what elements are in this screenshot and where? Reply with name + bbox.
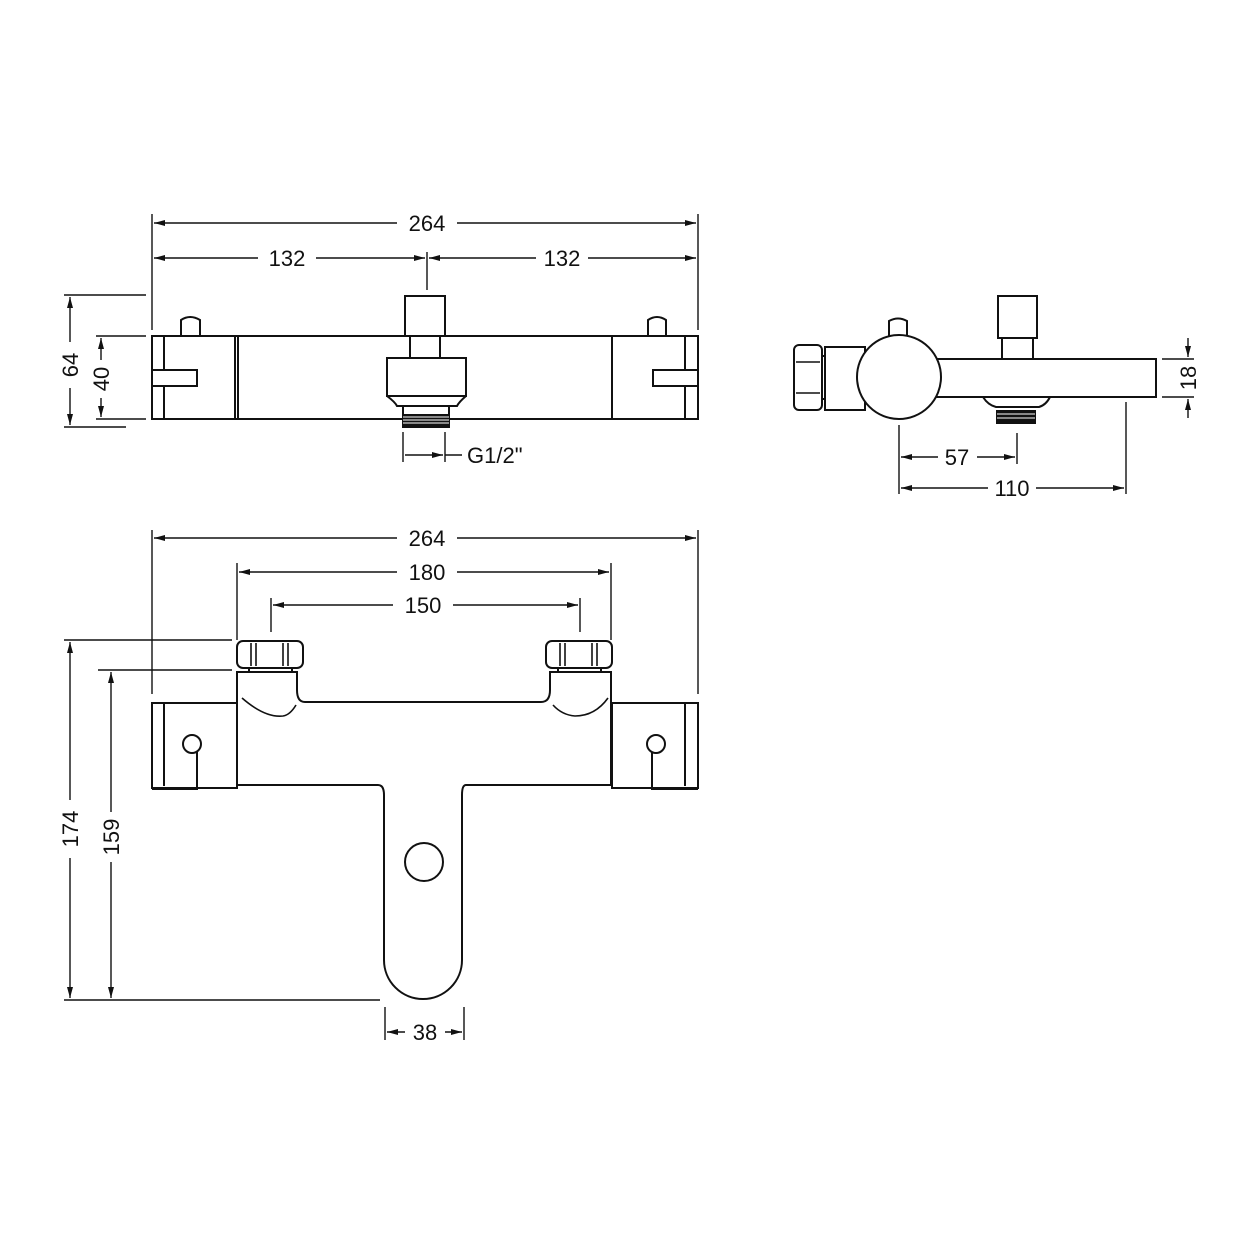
svg-text:38: 38: [413, 1020, 437, 1045]
svg-text:64: 64: [58, 353, 83, 377]
spout-outlet-circle: [404, 842, 444, 882]
svg-text:264: 264: [409, 211, 446, 236]
top-view: 264 180 150 174 159: [58, 526, 699, 1045]
mixer-body-top: [236, 671, 612, 1000]
svg-text:180: 180: [409, 560, 446, 585]
dim-57: 57: [901, 445, 1015, 470]
inlet-nut-left: [236, 640, 304, 672]
dim-264-top: 264: [154, 526, 696, 551]
dim-159: 159: [99, 672, 124, 998]
diverter-knob: [404, 295, 446, 337]
svg-text:159: 159: [99, 819, 124, 856]
dim-264-front: 264: [154, 211, 696, 236]
side-nut: [793, 344, 823, 411]
outlet-thread: [402, 414, 450, 428]
svg-text:G1/2": G1/2": [467, 443, 523, 468]
svg-text:57: 57: [945, 445, 969, 470]
svg-text:174: 174: [58, 811, 83, 848]
dim-180: 180: [239, 560, 609, 585]
dim-174: 174: [58, 642, 83, 998]
side-thread: [996, 410, 1036, 424]
svg-text:132: 132: [269, 246, 306, 271]
svg-text:40: 40: [89, 367, 114, 391]
svg-text:264: 264: [409, 526, 446, 551]
front-view: 264 132 132 64 40: [58, 211, 699, 468]
dim-64: 64: [58, 294, 146, 428]
dim-g12: G1/2": [402, 432, 523, 468]
svg-text:150: 150: [405, 593, 442, 618]
side-cartridge: [856, 334, 942, 420]
svg-text:132: 132: [544, 246, 581, 271]
inlet-nut-right: [545, 640, 613, 672]
dim-18: 18: [1162, 338, 1201, 418]
svg-text:110: 110: [994, 476, 1029, 501]
svg-text:18: 18: [1176, 366, 1201, 390]
dim-110: 110: [901, 476, 1124, 501]
dim-132-left: 132: [154, 246, 425, 271]
dim-38: 38: [384, 1007, 465, 1045]
dim-150: 150: [273, 593, 578, 618]
dim-40: 40: [89, 335, 146, 420]
side-view: 18 57 110: [793, 295, 1201, 501]
dim-132-right: 132: [429, 246, 696, 271]
